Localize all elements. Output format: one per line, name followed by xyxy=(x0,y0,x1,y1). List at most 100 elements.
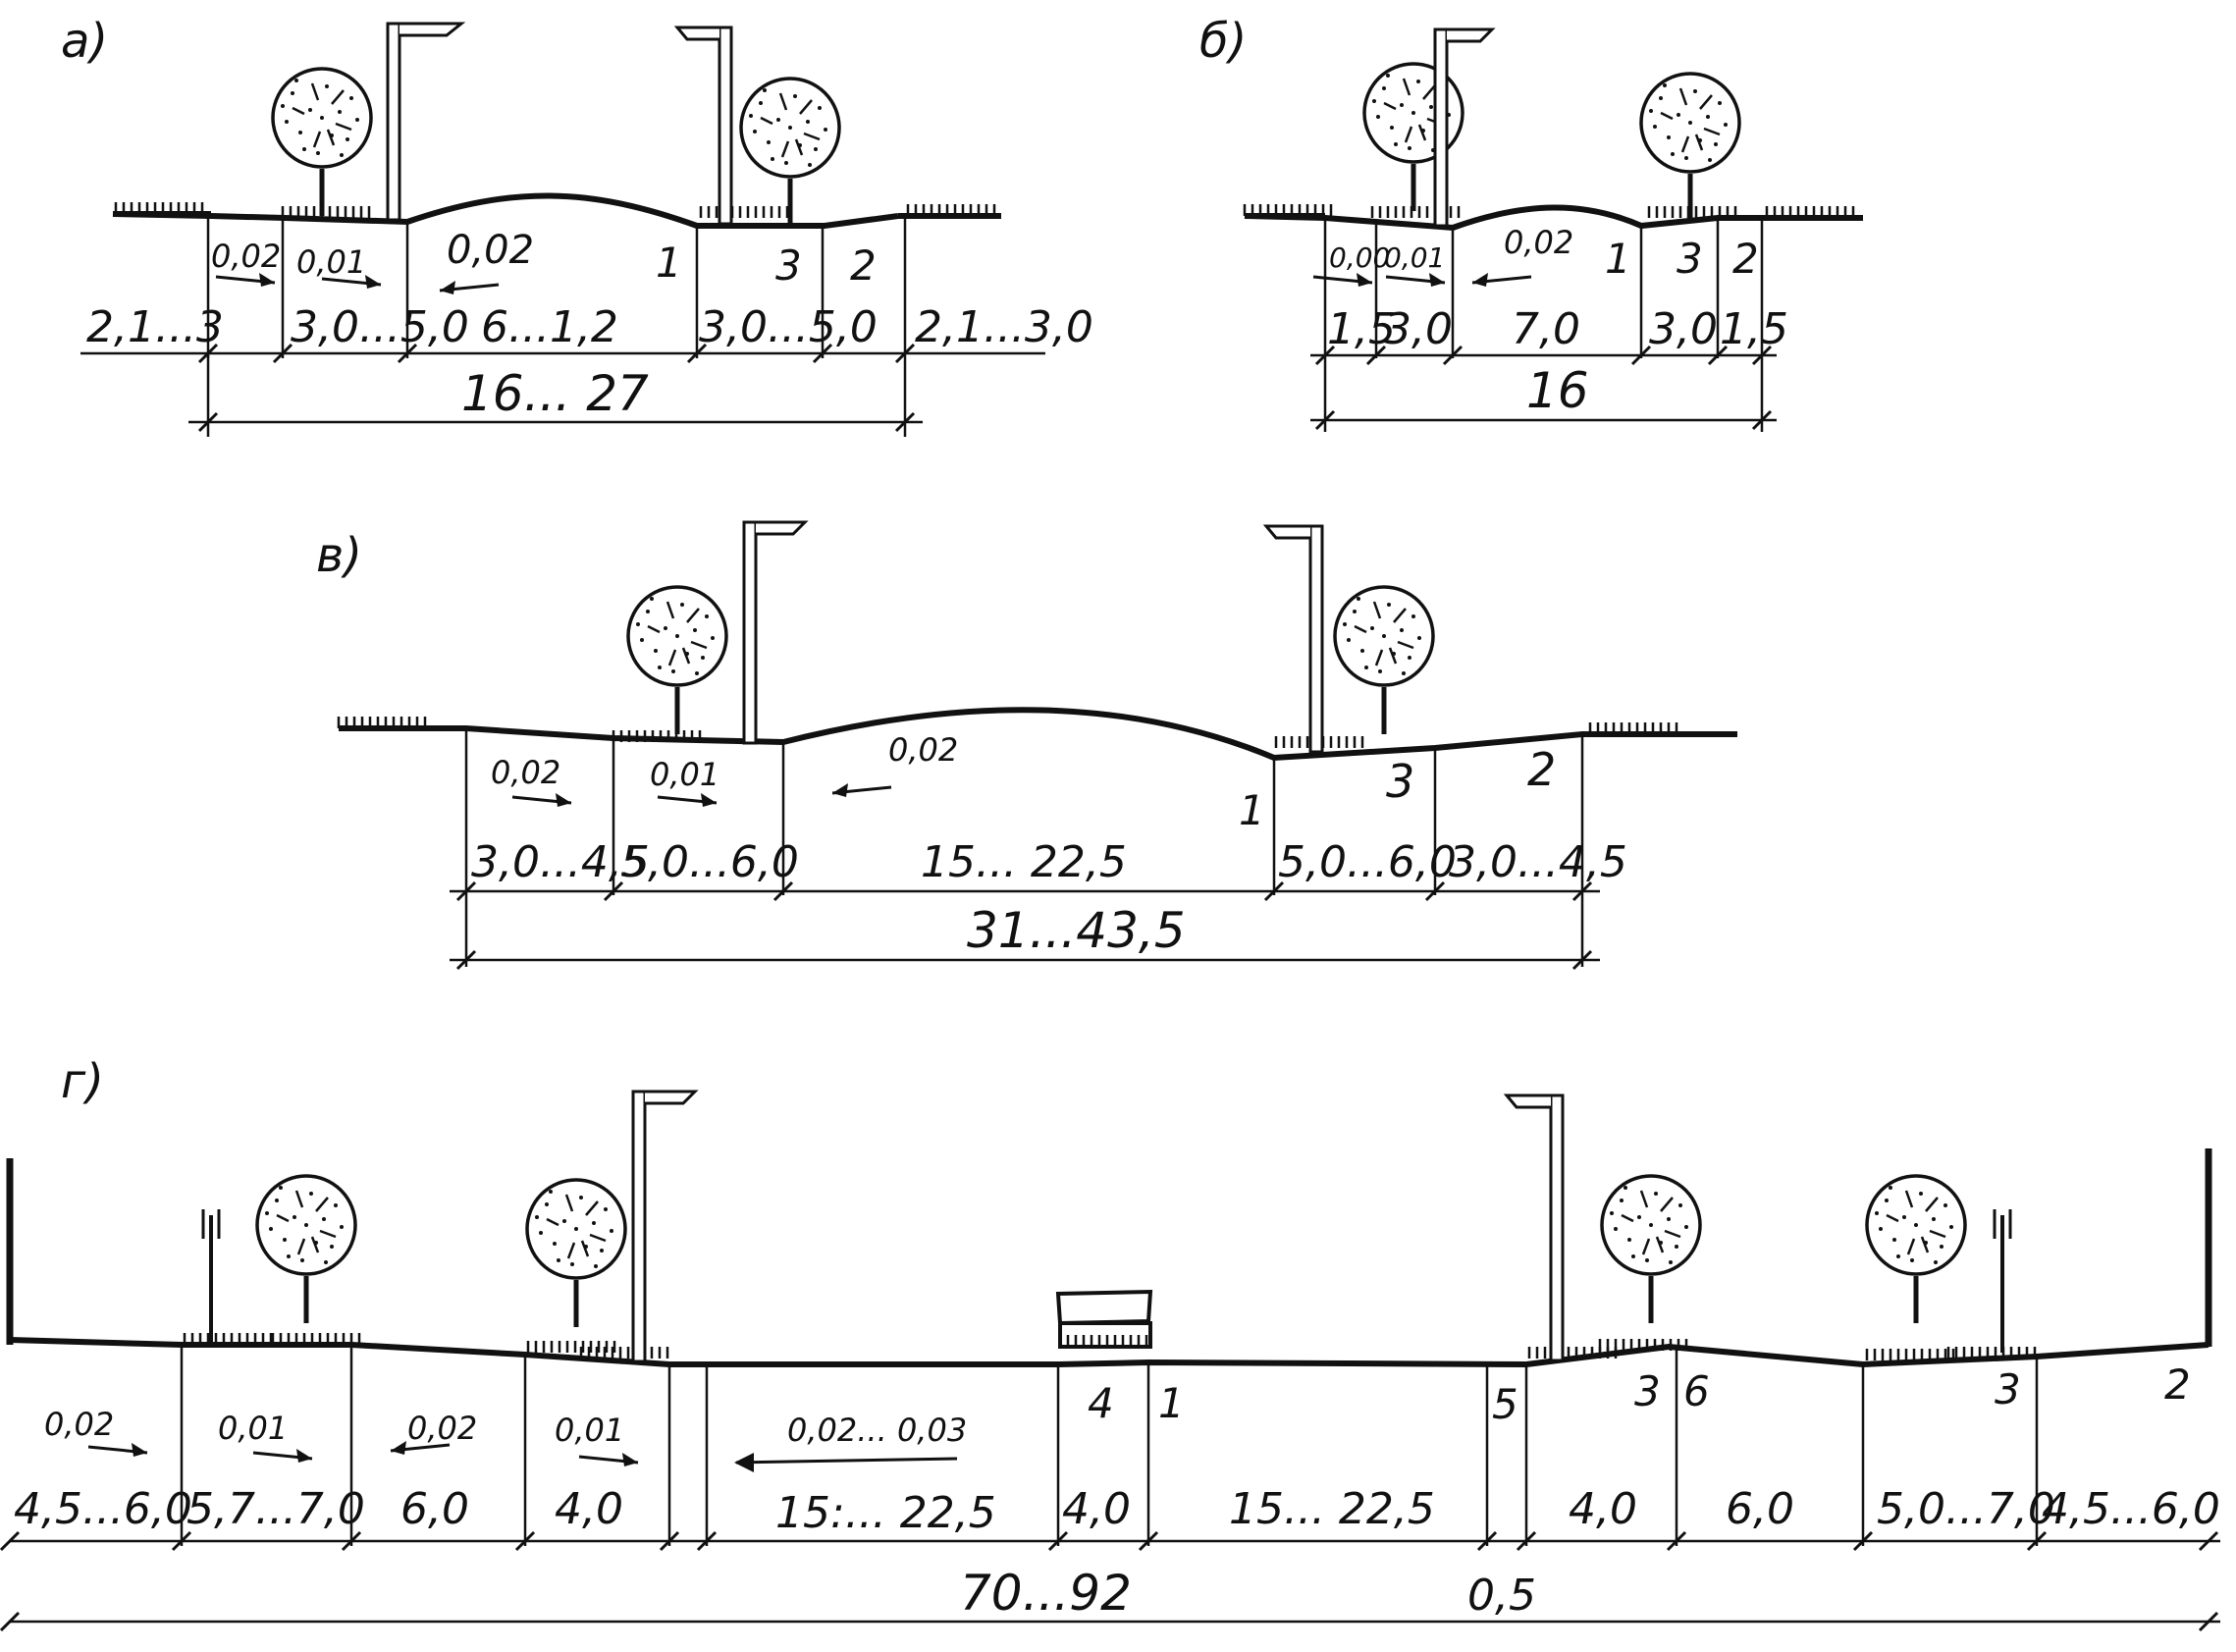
total-width-label: 16... 27 xyxy=(461,365,649,422)
width-label: 3,0 xyxy=(1649,304,1718,354)
tree-icon xyxy=(628,587,726,734)
street-lamp-icon xyxy=(673,26,733,226)
width-label: 4,0 xyxy=(1569,1484,1637,1534)
slope-arrow-icon xyxy=(214,271,277,289)
slope-arrow-icon xyxy=(1470,271,1533,289)
width-label: 7,0 xyxy=(1512,304,1580,354)
width-label: 15:... 22,5 xyxy=(775,1488,996,1538)
slope-arrow-icon xyxy=(734,1453,754,1472)
street-lamp-icon xyxy=(386,22,466,222)
slope-label: 0,02 xyxy=(491,754,560,791)
profile-line-v xyxy=(339,707,1737,762)
street-lamp-icon xyxy=(1433,27,1496,228)
width-label: 6,0 xyxy=(1726,1484,1794,1534)
slope-arrow-icon xyxy=(438,279,501,296)
total-width-label: 31...43,5 xyxy=(967,902,1186,959)
tree-icon xyxy=(527,1180,625,1327)
zone-number: 2 xyxy=(2164,1360,2191,1409)
tree-icon xyxy=(1641,74,1739,221)
slope-label: 0,02 xyxy=(888,731,958,769)
diagram-g-label: г) xyxy=(61,1054,104,1109)
diagram-b-label: б) xyxy=(1199,14,1247,69)
width-label: 3,0...5,0 xyxy=(699,302,878,352)
zone-number: 4 xyxy=(1088,1379,1114,1427)
zone-number: 2 xyxy=(1527,743,1556,796)
width-label: 4,0 xyxy=(555,1484,623,1534)
slope-label: 0,02 xyxy=(211,238,281,275)
diagram-v: в) 0,02 0,01 0,02 1 3 2 xyxy=(316,520,1737,971)
slope-label: 0,01 xyxy=(555,1412,624,1449)
slope-arrow-icon xyxy=(251,1447,314,1465)
street-lamp-icon xyxy=(1262,524,1324,754)
zone-number: 3 xyxy=(1677,235,1703,283)
fence-post-icon xyxy=(1993,1209,2012,1353)
zone-number: 6 xyxy=(1683,1367,1710,1415)
width-label: 4,5...6,0 xyxy=(2042,1484,2220,1534)
width-label: 15... 22,5 xyxy=(921,837,1127,887)
tree-icon xyxy=(1602,1176,1700,1323)
tree-icon xyxy=(1867,1176,1965,1323)
street-lamp-icon xyxy=(742,520,809,745)
street-lamp-icon xyxy=(631,1090,699,1363)
diagram-g: г) xyxy=(0,1054,2220,1632)
diagram-a-label: а) xyxy=(61,14,108,69)
diagram-v-label: в) xyxy=(316,528,362,583)
width-label: 1,5 xyxy=(1720,304,1788,354)
zone-number: 2 xyxy=(1732,235,1759,283)
barrier-block-icon xyxy=(1055,1289,1153,1349)
gap-width-label: 0,5 xyxy=(1467,1571,1536,1621)
fence-post-icon xyxy=(201,1209,221,1343)
diagram-b: б) 0,00 0,01 0,02 1 3 2 1,5 xyxy=(1199,14,1863,432)
diagram-a: а) 0,02 0,01 0,02 xyxy=(61,14,1093,437)
slope-label: 0,00 xyxy=(1329,241,1390,274)
width-label: 5,0...6,0 xyxy=(1278,837,1457,887)
tree-icon xyxy=(1335,587,1433,734)
slope-label: 0,02 xyxy=(407,1410,477,1447)
slope-arrow-icon xyxy=(1311,271,1374,289)
slope-label: 0,01 xyxy=(296,243,366,281)
width-label: 6,0 xyxy=(400,1484,469,1534)
width-label: 4,5...6,0 xyxy=(14,1484,192,1534)
zone-number: 1 xyxy=(1605,235,1631,283)
zone-number: 1 xyxy=(1158,1379,1185,1427)
zone-number: 5 xyxy=(1492,1380,1518,1428)
slope-arrow-icon xyxy=(830,781,893,799)
slope-arrow-icon xyxy=(86,1441,149,1459)
slope-label: 0,02 xyxy=(1504,224,1573,261)
slope-arrow-icon xyxy=(577,1451,640,1468)
slope-label: 0,02 xyxy=(447,228,534,273)
zone-number: 3 xyxy=(1995,1365,2021,1413)
profile-line-b xyxy=(1244,204,1863,232)
tree-icon xyxy=(741,79,839,226)
tree-icon xyxy=(273,69,371,216)
profile-line-a xyxy=(112,192,899,229)
width-label: 5,0...7,0 xyxy=(1877,1484,2055,1534)
total-width-label: 16 xyxy=(1526,362,1589,419)
tree-icon xyxy=(257,1176,355,1323)
slope-arrow-icon xyxy=(656,791,719,809)
slope-label: 0,02 xyxy=(44,1406,114,1443)
width-label: 3,0...4,5 xyxy=(1449,837,1627,887)
zone-number: 2 xyxy=(850,241,877,290)
width-label: 1,5 xyxy=(1327,304,1396,354)
profile-line-g xyxy=(9,1337,2209,1368)
zone-number: 1 xyxy=(656,239,682,287)
zone-number: 3 xyxy=(775,241,802,290)
slope-label: 0,01 xyxy=(650,756,719,793)
width-label: 5,7...7,0 xyxy=(186,1484,365,1534)
slope-label: 0,01 xyxy=(218,1410,288,1447)
width-label: 3,0 xyxy=(1384,304,1453,354)
width-label: 2,1...3,0 xyxy=(915,302,1093,352)
width-label: 5,0...6,0 xyxy=(620,837,799,887)
width-label: 4,0 xyxy=(1062,1484,1131,1534)
slope-arrow-icon xyxy=(1384,271,1447,289)
total-width-label: 70...92 xyxy=(960,1565,1132,1622)
width-label: 15... 22,5 xyxy=(1229,1484,1435,1534)
width-label: 6...1,2 xyxy=(481,302,618,352)
slope-label: 0,02... 0,03 xyxy=(787,1412,967,1449)
width-label: 3,0...5,0 xyxy=(291,302,469,352)
width-label: 3,0...4,5 xyxy=(471,837,650,887)
zone-number: 3 xyxy=(1386,755,1414,808)
zone-number: 1 xyxy=(1239,786,1265,834)
